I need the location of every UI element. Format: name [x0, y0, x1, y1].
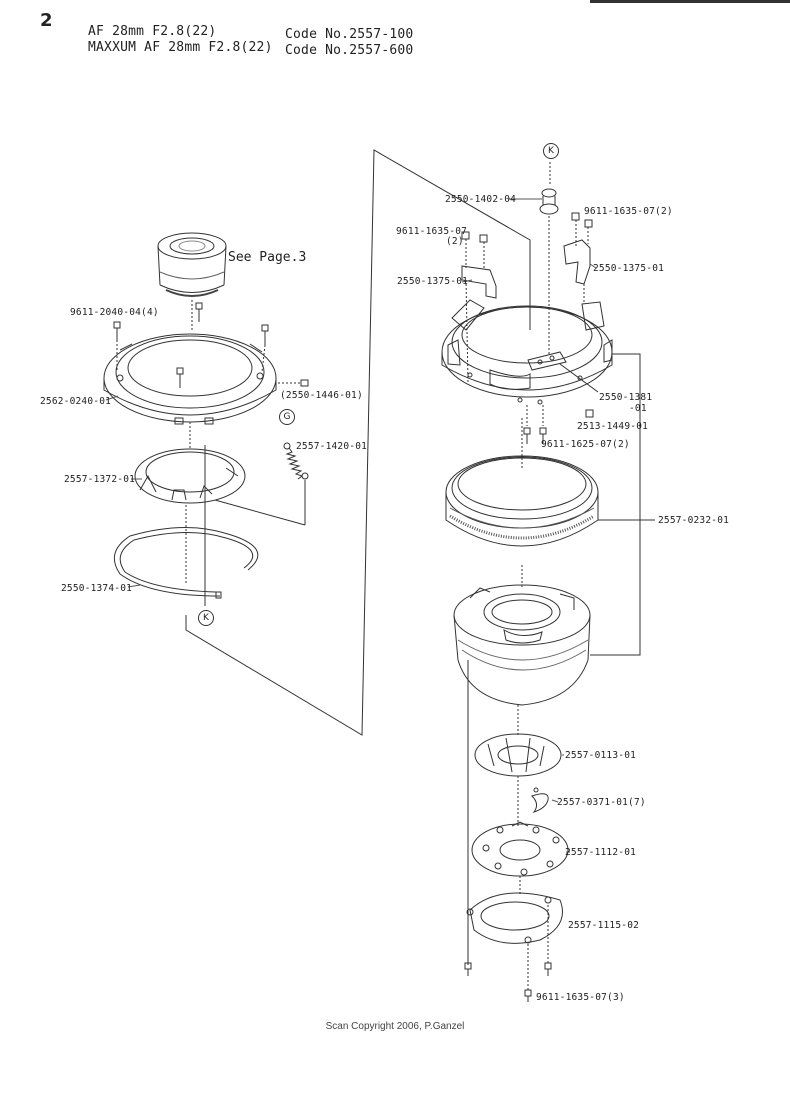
label-2557-1115: 2557-1115-02 [568, 920, 640, 931]
label-2550-1375-right: 2550-1375-01 [593, 263, 665, 274]
aperture-blade [531, 787, 549, 813]
small-pin [300, 379, 309, 387]
marker-k-left: K [198, 610, 214, 626]
bracket-left [461, 231, 497, 383]
assembly-guide-line-1 [185, 149, 531, 736]
label-2550-1446: (2550-1446-01) [280, 390, 363, 401]
label-2550-1402: 2550-1402-04 [445, 194, 517, 205]
label-9611-1635-left-qty: (2) [446, 236, 464, 247]
label-2550-1381: 2550-1381 [599, 392, 653, 403]
label-2557-0371: 2557-0371-01(7) [557, 797, 646, 808]
blade-base-plate [471, 821, 569, 877]
bayonet-mount-ring [103, 333, 277, 425]
assembly-guide-line-2 [590, 353, 641, 656]
label-2557-0232: 2557-0232-01 [658, 515, 730, 526]
marker-k-top: K [543, 143, 559, 159]
label-2557-1112: 2557-1112-01 [565, 847, 637, 858]
rear-screws [464, 962, 552, 1002]
focusing-body [453, 565, 591, 706]
helicoid-ring [445, 418, 599, 547]
front-lens-group [157, 232, 227, 330]
label-2513-1449: 2513-1449-01 [577, 421, 649, 432]
marker-g: G [279, 409, 295, 425]
top-edge-bar [590, 0, 790, 3]
label-9611-1635-left: 9611-1635-07 [396, 226, 468, 237]
lever-plate [134, 448, 246, 504]
spring [214, 442, 309, 526]
code-line-1: Code No.2557-100 [285, 27, 414, 42]
page-number: 2 [40, 10, 53, 31]
housing-screws [523, 405, 594, 444]
label-2557-1420: 2557-1420-01 [296, 441, 368, 452]
label-2550-1381-suffix: -01 [629, 403, 647, 414]
label-9611-2040: 9611-2040-04(4) [70, 307, 159, 318]
label-2557-0113: 2557-0113-01 [565, 750, 637, 761]
adjust-screw-2550-1402 [539, 162, 559, 355]
model-line-2: MAXXUM AF 28mm F2.8(22) [88, 40, 273, 55]
copyright-notice: Scan Copyright 2006, P.Ganzel [325, 1021, 465, 1032]
model-line-1: AF 28mm F2.8(22) [88, 24, 217, 39]
aperture-plate-0113 [474, 733, 562, 777]
code-line-2: Code No.2557-600 [285, 43, 414, 58]
see-page-note: See Page.3 [228, 250, 307, 265]
label-2550-1374: 2550-1374-01 [61, 583, 133, 594]
label-9611-1635-right: 9611-1635-07(2) [584, 206, 673, 217]
bracket-right [563, 212, 593, 302]
label-9611-1635-07-3: 9611-1635-07(3) [536, 992, 625, 1003]
label-2562-0240: 2562-0240-01 [40, 396, 112, 407]
focus-helicoid-housing [441, 299, 613, 405]
mount-screws [113, 302, 269, 388]
label-2557-1372: 2557-1372-01 [64, 474, 136, 485]
label-9611-1625: 9611-1625-07(2) [541, 439, 630, 450]
plate-2550-1381 [527, 351, 599, 393]
label-2550-1375-left: 2550-1375-01 [397, 276, 469, 287]
leader-lines [105, 198, 597, 853]
retaining-ring [113, 526, 259, 599]
rear-plate [466, 892, 563, 944]
